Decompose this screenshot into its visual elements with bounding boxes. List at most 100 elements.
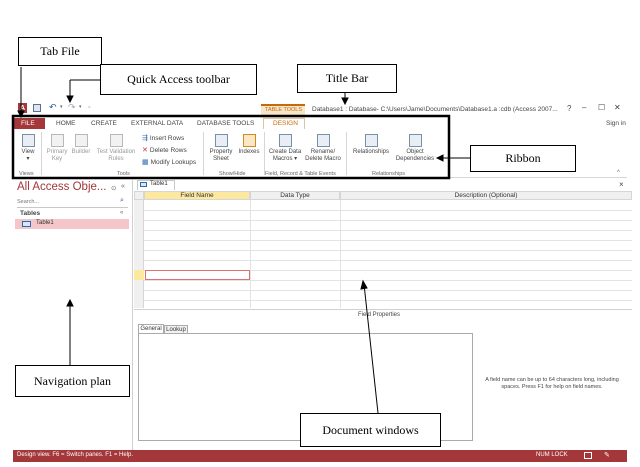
ribbon-separator: [346, 132, 347, 175]
relationships-label: Relationships: [352, 149, 390, 155]
document-tab[interactable]: [137, 180, 175, 190]
description-column-header[interactable]: Description (Optional): [340, 191, 632, 200]
tab-design[interactable]: DESIGN: [273, 120, 298, 127]
grid-row-line: [144, 250, 632, 251]
object-dependencies-icon: [408, 134, 422, 147]
nav-group-collapse-icon[interactable]: «: [120, 210, 124, 216]
view-label: View: [21, 149, 35, 155]
file-tab[interactable]: [13, 118, 45, 129]
modify-lookups-button[interactable]: ▦ Modify Lookups: [142, 158, 197, 167]
modify-lookups-label: Modify Lookups: [150, 158, 197, 166]
rename-macro-label-2: Delete Macro: [305, 156, 341, 162]
view-dropdown-icon: ▾: [26, 156, 30, 162]
key-icon: [50, 134, 64, 147]
ribbon-separator: [41, 132, 42, 175]
builder-label: Builder: [71, 149, 91, 155]
ribbon-outline: [11, 114, 451, 180]
field-properties-divider: [134, 309, 632, 310]
datasheet-view-icon[interactable]: [584, 452, 592, 459]
collapse-ribbon-icon[interactable]: ^: [617, 170, 620, 176]
modify-lookups-icon: ▦: [142, 159, 149, 166]
grid-row-line: [144, 240, 632, 241]
ribbon-separator: [203, 132, 204, 175]
grid-row-line: [144, 270, 632, 271]
row-selector-column: [134, 200, 144, 308]
status-bar: [13, 450, 627, 462]
nav-search-underline: [17, 207, 128, 208]
help-icon[interactable]: ?: [567, 104, 572, 113]
sign-in-link[interactable]: Sign in: [606, 120, 626, 127]
delete-rows-label: Delete Rows: [149, 146, 187, 154]
minimize-icon[interactable]: –: [582, 103, 587, 112]
num-lock-indicator: NUM LOCK: [536, 452, 568, 458]
object-dependencies-button[interactable]: Object Dependencies: [393, 134, 437, 163]
active-field-name-cell[interactable]: [145, 270, 250, 280]
grid-column-line: [340, 200, 341, 308]
nav-item-table1[interactable]: [15, 219, 129, 229]
restore-icon[interactable]: ☐: [598, 103, 606, 112]
primary-key-button[interactable]: Primary Key: [44, 134, 70, 163]
document-tab-label: Table1: [150, 181, 168, 187]
description-header-label: Description (Optional): [454, 192, 518, 199]
grid-row-line: [144, 210, 632, 211]
field-properties-hint: A field name can be up to 64 characters …: [485, 377, 619, 390]
create-macros-label-2: Macros ▾: [272, 156, 298, 162]
relationships-button[interactable]: Relationships: [349, 134, 393, 156]
undo-dropdown-icon[interactable]: ▾: [60, 104, 63, 110]
indexes-label: Indexes: [238, 149, 260, 155]
customize-qat-icon[interactable]: ₌: [88, 104, 91, 110]
redo-dropdown-icon[interactable]: ▾: [79, 104, 82, 110]
lookup-subtab[interactable]: Lookup: [164, 325, 188, 333]
delete-rows-button[interactable]: ✕ Delete Rows: [142, 146, 187, 155]
grid-row-line: [144, 300, 632, 301]
document-arrow: [363, 283, 379, 414]
test-validation-label-1: Test Validation: [96, 149, 136, 155]
view-button[interactable]: View ▾: [17, 134, 39, 163]
tab-external-data[interactable]: EXTERNAL DATA: [131, 120, 184, 127]
grid-corner: [134, 191, 144, 200]
row-selector-current[interactable]: [134, 270, 144, 280]
context-tab-header: [261, 104, 305, 118]
redo-icon[interactable]: ↷: [68, 102, 76, 112]
document-close-icon[interactable]: ×: [619, 180, 624, 189]
rename-delete-macro-button[interactable]: Rename/ Delete Macro: [303, 134, 343, 163]
group-relationships-label: Relationships: [372, 171, 406, 177]
context-tab-label: TABLE TOOLS: [265, 107, 302, 113]
create-data-macros-button[interactable]: Create Data Macros ▾: [266, 134, 304, 163]
ribbon-annotation: Ribbon: [470, 145, 576, 172]
search-icon[interactable]: ⌕: [120, 197, 124, 204]
group-show-hide-label: Show/Hide: [219, 171, 246, 177]
design-view-icon[interactable]: ✎: [604, 452, 610, 459]
tab-create[interactable]: CREATE: [91, 120, 117, 127]
nav-pane-title[interactable]: All Access Obje...: [17, 181, 107, 193]
test-validation-rules-button[interactable]: Test Validation Rules: [93, 134, 139, 163]
rename-macro-label-1: Rename/: [310, 149, 336, 155]
tab-database-tools[interactable]: DATABASE TOOLS: [197, 120, 255, 127]
nav-item-table1-label: Table1: [36, 220, 54, 226]
nav-group-tables[interactable]: Tables: [20, 210, 41, 217]
property-sheet-button[interactable]: Property Sheet: [206, 134, 236, 163]
data-type-column-header[interactable]: Data Type: [250, 191, 340, 200]
title-bar-arrowhead: [341, 97, 349, 106]
save-icon[interactable]: [33, 104, 41, 112]
insert-rows-label: Insert Rows: [149, 134, 185, 142]
document-tab-icon: [140, 182, 147, 187]
insert-rows-button[interactable]: ⇶ Insert Rows: [142, 134, 185, 143]
builder-icon: [74, 134, 88, 147]
undo-icon[interactable]: ↶: [49, 102, 57, 112]
nav-pane-collapse-icon[interactable]: «: [121, 183, 125, 190]
field-name-column-header[interactable]: Field Name: [144, 191, 250, 200]
test-validation-icon: [109, 134, 123, 147]
nav-pane-dropdown-icon[interactable]: ⊙: [111, 185, 117, 192]
builder-button[interactable]: Builder: [69, 134, 93, 156]
general-subtab[interactable]: General: [138, 324, 164, 333]
object-dependencies-label-2: Dependencies: [395, 156, 435, 162]
indexes-button[interactable]: Indexes: [236, 134, 262, 156]
rename-macro-icon: [316, 134, 330, 147]
quick-access-arrowhead: [66, 95, 74, 104]
tab-home[interactable]: HOME: [56, 120, 76, 127]
close-icon[interactable]: ✕: [614, 103, 621, 112]
tab-design-bg: [263, 118, 305, 129]
nav-search-input[interactable]: [17, 197, 117, 207]
